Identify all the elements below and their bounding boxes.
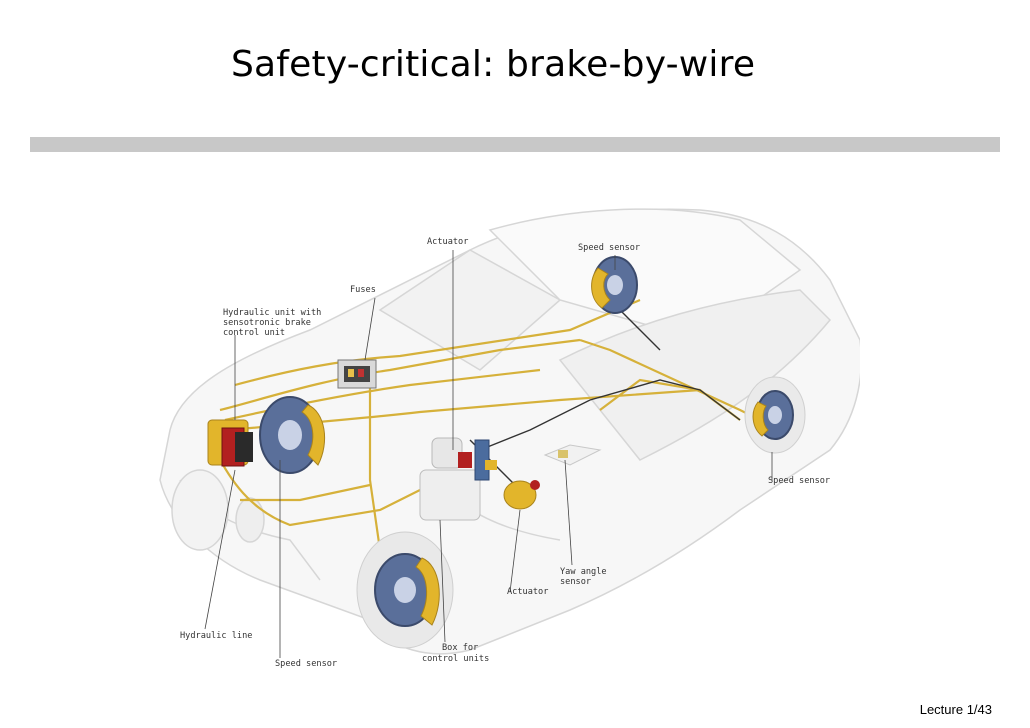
rear-left-brake-disc: [591, 256, 638, 314]
front-right-brake-disc: [356, 531, 454, 649]
front-left-brake-disc: [259, 396, 326, 474]
label-speed-sensor-top: Speed sensor: [578, 243, 640, 253]
label-hydraulic-unit-line1: Hydraulic unit with: [223, 308, 321, 318]
title-divider-bar: [30, 137, 1000, 152]
label-box-control-line2: control units: [422, 654, 489, 664]
hydraulic-unit: [207, 419, 253, 467]
yaw-angle-sensor: [543, 444, 602, 466]
leader-lines: [204, 250, 773, 658]
label-actuator-bottom: Actuator: [507, 587, 548, 597]
label-hydraulic-unit-line3: control unit: [223, 328, 285, 338]
label-box-control-line1: Box for: [442, 643, 478, 653]
slide-footer: Lecture 1/43: [919, 702, 992, 717]
actuator-bottom: [503, 480, 540, 510]
label-hydraulic-unit-line2: sensotronic brake: [223, 318, 311, 328]
car-body-outline: [159, 208, 860, 655]
label-actuator-top: Actuator: [427, 237, 468, 247]
label-fuses: Fuses: [350, 285, 376, 295]
label-hydraulic-line: Hydraulic line: [180, 631, 252, 641]
rear-right-brake-disc: [744, 376, 806, 454]
label-speed-sensor-bottom: Speed sensor: [275, 659, 337, 669]
label-speed-sensor-right: Speed sensor: [768, 476, 830, 486]
label-yaw-angle-line1: Yaw angle: [560, 567, 607, 577]
slide-title: Safety-critical: brake-by-wire: [231, 44, 756, 85]
fuses-box: [337, 359, 377, 389]
brake-by-wire-diagram: Actuator Speed sensor Fuses Hydraulic un…: [159, 208, 860, 669]
actuator-center: [474, 439, 497, 481]
label-yaw-angle-line2: sensor: [560, 577, 591, 587]
control-units-box: [419, 437, 481, 521]
